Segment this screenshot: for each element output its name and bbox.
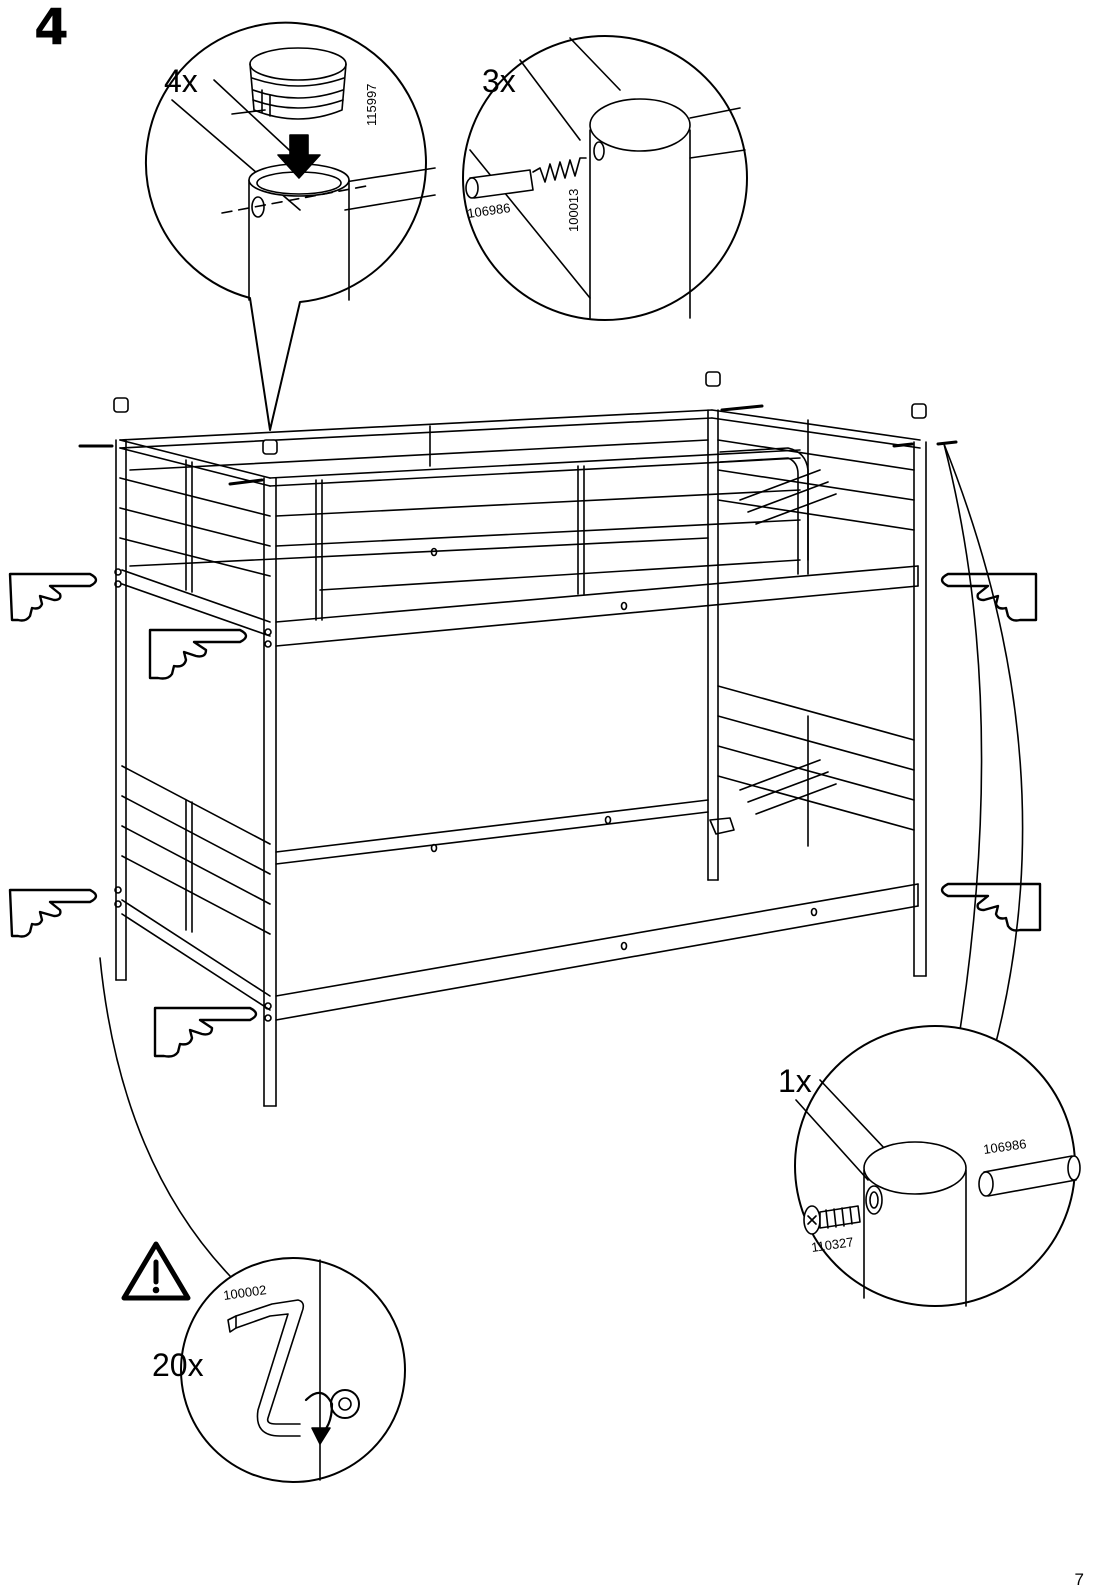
warning-triangle-icon <box>124 1244 188 1298</box>
pointing-hand-icon <box>155 1008 256 1057</box>
tighten-quantity: 20x <box>152 1347 204 1383</box>
pin-connector-quantity: 3x <box>482 63 516 99</box>
page-number: 7 <box>1075 1571 1084 1588</box>
cap-insert-part-number: 115997 <box>364 84 379 126</box>
callout-cap-insert: 4x 115997 <box>146 23 435 430</box>
pointing-hand-icon <box>10 890 96 937</box>
pointing-hand-icon <box>10 574 96 621</box>
bunk-bed-frame <box>80 372 956 1106</box>
pointing-hand-icon <box>150 630 246 679</box>
cap-insert-quantity: 4x <box>164 63 198 99</box>
callout-pin-connector: 3x 106986 100013 <box>463 36 747 320</box>
pin-connector-bolt-part: 100013 <box>566 189 581 232</box>
pointing-hand-icon <box>942 884 1040 931</box>
callout-single-connector: 1x 106986 110327 <box>778 1026 1080 1306</box>
single-connector-quantity: 1x <box>778 1063 812 1099</box>
callout-tighten: 20x 100002 <box>124 1244 405 1482</box>
